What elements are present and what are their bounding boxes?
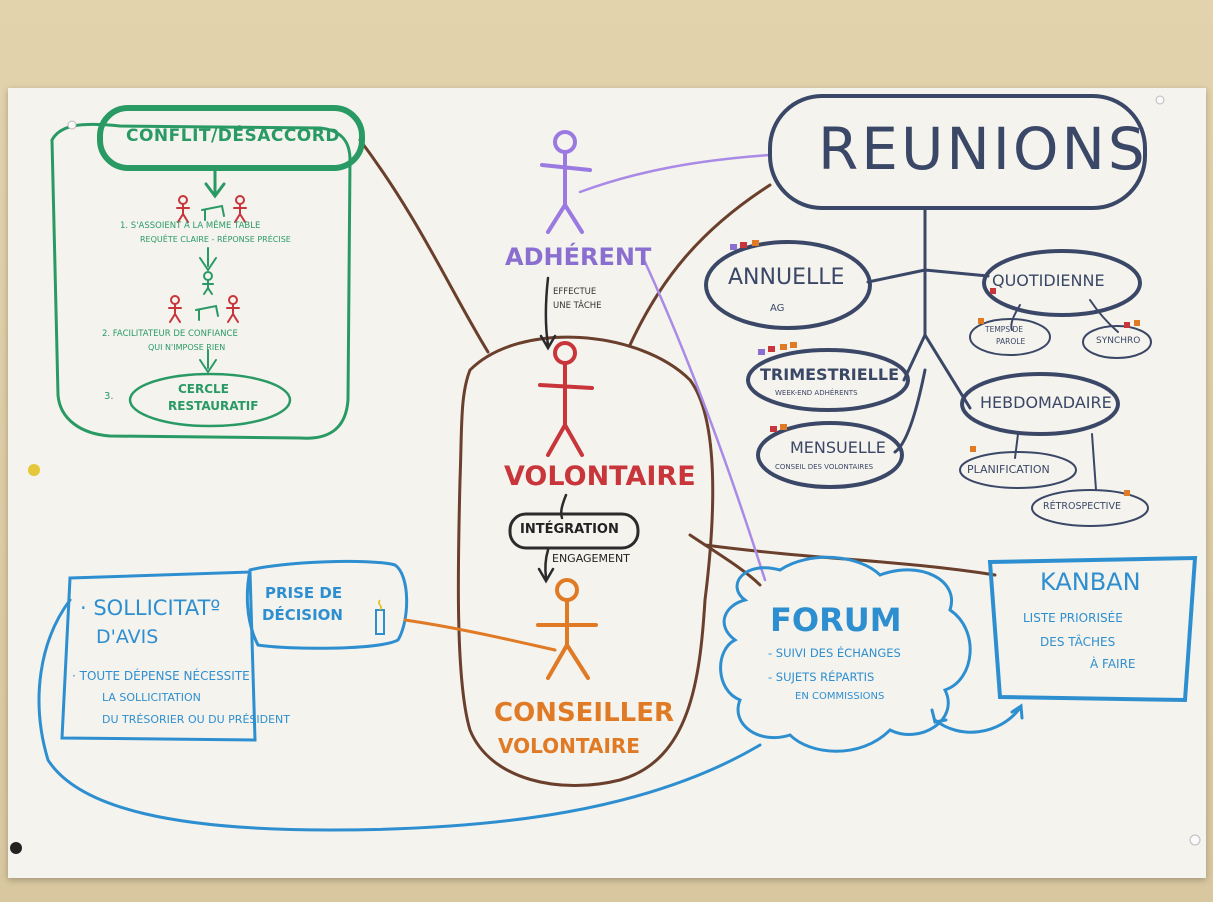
hebdomadaire-label: HEBDOMADAIRE [980, 393, 1112, 412]
conflict-title: CONFLIT/DÉSACCORD [126, 126, 340, 146]
forum-kanban-arrow-icon [930, 703, 1024, 734]
temps-label-line2: PAROLE [996, 337, 1026, 346]
mensuelle-frame [756, 421, 904, 489]
temps-de-parole-frame [969, 318, 1051, 356]
retrospective-label: RÉTROSPECTIVE [1043, 501, 1121, 512]
conflict-step3-number: 3. [104, 391, 114, 402]
conseiller-label-line2: VOLONTAIRE [498, 734, 640, 758]
adherent-figure-icon [540, 130, 592, 234]
color-markers [730, 240, 1140, 496]
kanban-frame [987, 555, 1198, 703]
forum-cloud-frame [719, 555, 972, 753]
sollicitation-title-line1: · SOLLICITATº [80, 596, 221, 620]
conflict-step2-line2: QUI N'IMPOSE RIEN [148, 343, 226, 352]
integration-frame [508, 512, 640, 550]
adherent-to-reunions-connector [578, 153, 772, 194]
table-icon [195, 304, 219, 321]
sollicitation-to-forum-connector [37, 598, 762, 832]
conflict-to-volontaire-connector [358, 138, 490, 354]
sollicitation-frame [60, 570, 257, 742]
table-icon [201, 204, 225, 221]
volontaire-to-reunions-connector [628, 183, 772, 347]
temps-label-line1: TEMPS DE [985, 325, 1023, 334]
kanban-line2: DES TÂCHES [1040, 635, 1116, 649]
mensuelle-label: MENSUELLE [790, 438, 886, 457]
restauratif-label: RESTAURATIF [168, 399, 259, 413]
annuelle-frame [704, 240, 872, 330]
adherent-label: ADHÉRENT [505, 243, 652, 271]
decision-to-conseiller-connector [403, 618, 557, 652]
prise-de-decision-frame [245, 559, 409, 650]
forum-title: FORUM [770, 601, 902, 639]
reunions-frames [704, 94, 1152, 527]
trimestrielle-label: TRIMESTRIELLE [760, 365, 899, 384]
conflict-step2-line1: 2. FACILITATEUR DE CONFIANCE [102, 329, 238, 339]
mensuelle-sub-label: CONSEIL DES VOLONTAIRES [775, 463, 874, 471]
sollicitation-body-line3: DU TRÉSORIER OU DU PRÉSIDENT [102, 713, 290, 726]
arrow-down-icon [199, 349, 217, 374]
conflict-frame [50, 105, 365, 440]
sollicitation-body-line2: LA SOLLICITATION [102, 691, 201, 704]
blue-frames [37, 555, 1198, 832]
annuelle-sub-label: AG [770, 303, 785, 314]
cercle-restauratif-frame [128, 372, 292, 428]
kanban-title: KANBAN [1040, 568, 1141, 596]
stick-figures [536, 130, 598, 680]
conflict-step1-line2: REQUÊTE CLAIRE - RÉPONSE PRÉCISE [140, 235, 291, 244]
quotidienne-label: QUOTIDIENNE [992, 271, 1105, 290]
quotidienne-frame [982, 249, 1142, 317]
conflict-people-icons [168, 195, 247, 323]
trimestrielle-frame [746, 348, 910, 412]
adherent-to-forum-connector [643, 260, 767, 582]
reunions-title: REUNIONS [818, 115, 1148, 183]
kanban-line3: À FAIRE [1090, 657, 1136, 671]
reunions-title-frame [768, 94, 1147, 210]
sollicitation-title-line2: D'AVIS [96, 626, 159, 648]
hebdomadaire-frame [960, 372, 1120, 436]
conseiller-figure-icon [536, 578, 598, 680]
flipchart-paper [8, 88, 1206, 878]
role-arrows [508, 276, 640, 584]
arrow-down-icon [199, 247, 217, 272]
brown-connectors [358, 138, 997, 787]
engagement-label: ENGAGEMENT [552, 552, 630, 565]
conflict-step1-line1: 1. S'ASSOIENT À LA MÊME TABLE [120, 221, 261, 231]
sollicitation-body-line1: · TOUTE DÉPENSE NÉCESSITE [72, 669, 250, 683]
arrow-down-icon [537, 548, 555, 584]
synchro-label: SYNCHRO [1096, 336, 1141, 346]
purple-connectors [578, 153, 772, 582]
candle-icon [375, 599, 385, 635]
effectue-label-line2: UNE TÂCHE [553, 301, 602, 311]
conflict-title-frame [97, 105, 365, 171]
forum-item1: - SUIVI DES ÉCHANGES [768, 646, 901, 660]
volontaire-label: VOLONTAIRE [504, 461, 696, 492]
synchro-frame [1082, 325, 1152, 359]
retrospective-frame [1031, 489, 1149, 527]
volontaire-figure-icon [538, 341, 594, 457]
cercle-label: CERCLE [178, 382, 229, 396]
planification-label: PLANIFICATION [967, 463, 1050, 476]
arrow-connector [559, 493, 568, 520]
roles-oval-frame [456, 335, 715, 787]
trimestrielle-sub-label: WEEK-END ADHÉRENTS [775, 389, 858, 397]
forum-item2-line1: - SUJETS RÉPARTIS [768, 670, 875, 684]
effectue-label-line1: EFFECTUE [553, 287, 597, 297]
pins [10, 95, 1201, 854]
conseiller-label-line1: CONSEILLER [494, 698, 675, 728]
prise-label-line1: PRISE DE [265, 584, 343, 602]
volontaire-to-kanban-connector [703, 543, 997, 577]
annuelle-label: ANNUELLE [728, 265, 845, 290]
arrow-down-icon [204, 168, 226, 199]
volontaire-to-forum-connector [688, 533, 762, 587]
arrow-down-icon [539, 276, 557, 351]
kanban-line1: LISTE PRIORISÉE [1023, 611, 1123, 625]
integration-label: INTÉGRATION [520, 522, 619, 537]
planification-frame [959, 451, 1077, 489]
prise-label-line2: DÉCISION [262, 606, 343, 624]
facilitator-icon [202, 279, 214, 295]
forum-item2-line2: EN COMMISSIONS [795, 691, 885, 702]
